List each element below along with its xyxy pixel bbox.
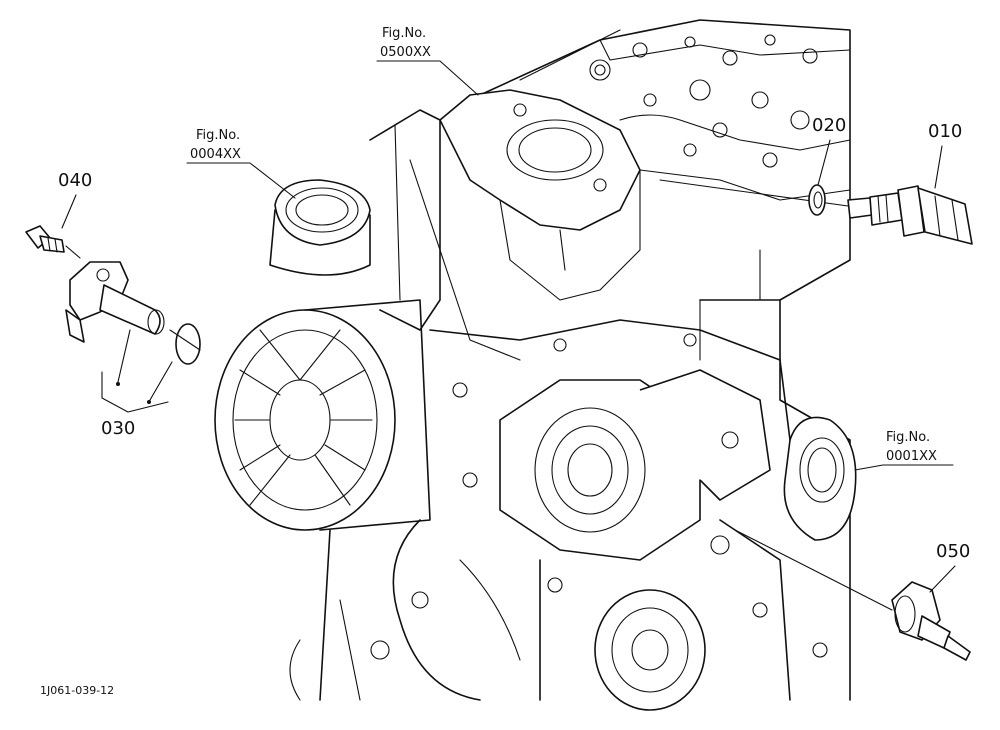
svg-text:0500XX: 0500XX bbox=[380, 45, 431, 60]
part-020-gasket bbox=[808, 184, 826, 216]
reference-number: 1J061-039-12 bbox=[40, 684, 114, 697]
svg-text:Fig.No.: Fig.No. bbox=[196, 128, 240, 143]
part-label-030: 030 bbox=[101, 418, 135, 439]
callout-fig-0001: Fig.No. 0001XX bbox=[886, 430, 937, 464]
part-030-bracket bbox=[101, 329, 173, 413]
part-010-temperature-sensor bbox=[847, 185, 973, 245]
engine-block-drawing bbox=[214, 19, 857, 711]
leader-fig-0500 bbox=[376, 60, 479, 96]
callout-fig-0500: Fig.No. 0500XX bbox=[380, 26, 431, 60]
leader-line-050 bbox=[734, 529, 893, 611]
svg-text:0001XX: 0001XX bbox=[886, 449, 937, 464]
callout-fig-0004: Fig.No. 0004XX bbox=[190, 128, 241, 162]
leader-050 bbox=[929, 565, 956, 593]
leader-040 bbox=[61, 194, 77, 229]
part-030-o-ring bbox=[175, 323, 201, 365]
leader-line-o-ring bbox=[169, 329, 201, 351]
part-030-sensor bbox=[65, 261, 165, 343]
part-label-050: 050 bbox=[936, 541, 970, 562]
leader-fig-0004 bbox=[186, 162, 296, 199]
svg-text:Fig.No.: Fig.No. bbox=[382, 26, 426, 41]
part-040-bolt bbox=[25, 225, 65, 253]
svg-text:Fig.No.: Fig.No. bbox=[886, 430, 930, 445]
leader-fig-0001-link bbox=[854, 464, 884, 471]
leader-line-040 bbox=[65, 245, 81, 259]
leader-010 bbox=[934, 145, 943, 189]
part-label-020: 020 bbox=[812, 115, 846, 136]
part-label-040: 040 bbox=[58, 170, 92, 191]
part-label-010: 010 bbox=[928, 121, 962, 142]
svg-text:0004XX: 0004XX bbox=[190, 147, 241, 162]
leader-020 bbox=[817, 139, 831, 186]
part-050-pressure-switch bbox=[891, 581, 971, 661]
